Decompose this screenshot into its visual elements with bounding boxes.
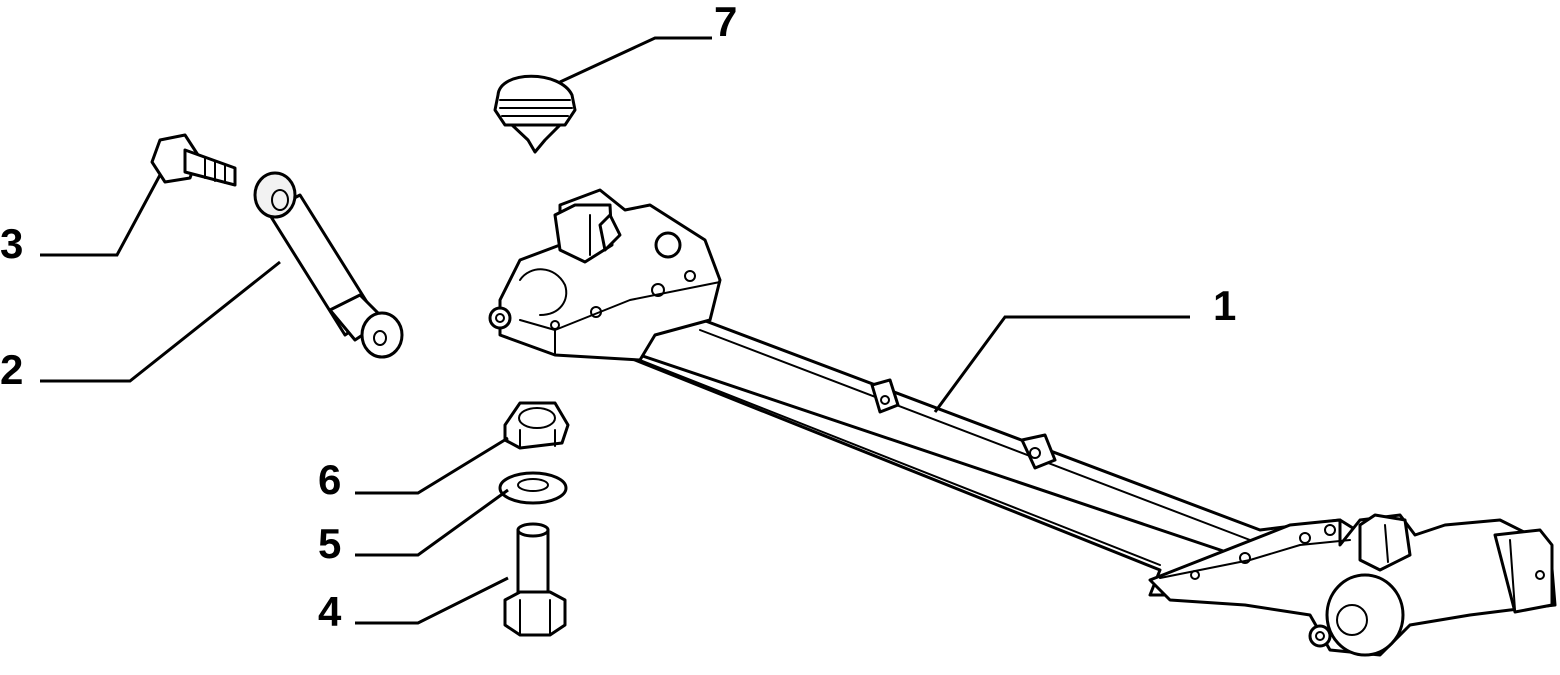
leader-1	[933, 315, 1190, 413]
callout-6: 6	[318, 456, 341, 503]
callout-2: 2	[0, 346, 23, 393]
leader-6	[355, 436, 509, 495]
rear-axle-beam	[488, 188, 1557, 657]
callout-3: 3	[0, 220, 23, 267]
leader-lines	[40, 36, 1190, 625]
bolt-4	[503, 522, 567, 637]
leader-4	[355, 576, 509, 625]
callout-5: 5	[318, 520, 341, 567]
nut-6	[503, 401, 570, 450]
callout-labels: 1 2 3 4 5 6 7	[0, 0, 1236, 635]
leader-2	[40, 260, 281, 383]
leader-7	[559, 36, 712, 84]
callout-7: 7	[714, 0, 737, 45]
leader-5	[355, 488, 509, 557]
shock-absorber	[253, 171, 404, 359]
rubber-buffer-7	[493, 74, 577, 154]
callout-1: 1	[1213, 282, 1236, 329]
leader-3	[40, 174, 162, 257]
bolt-3	[150, 133, 237, 187]
washer-5	[498, 471, 568, 505]
callout-4: 4	[318, 588, 342, 635]
